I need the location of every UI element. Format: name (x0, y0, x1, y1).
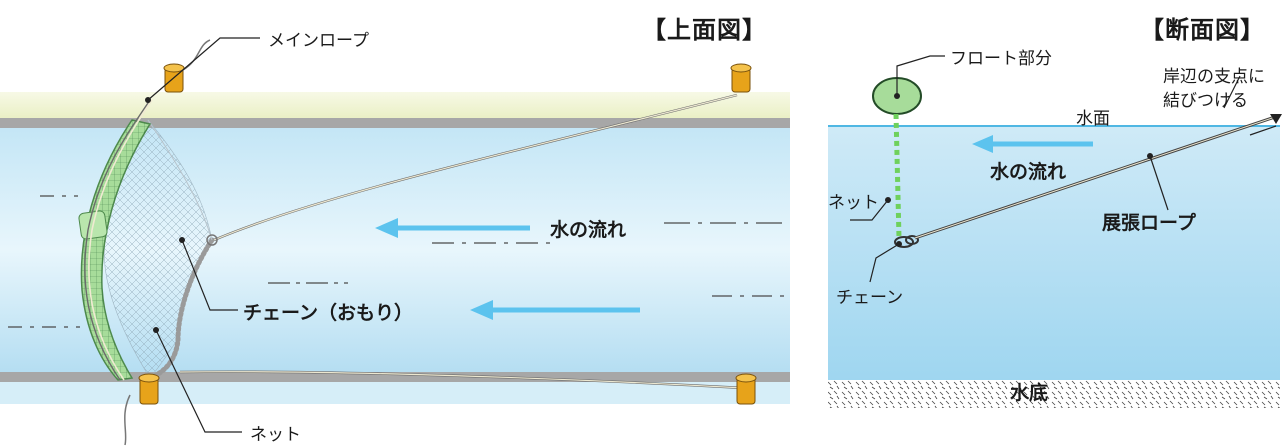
cross-section-panel (828, 55, 1282, 408)
top-view-title: 【上面図】 (642, 16, 767, 44)
label-river-bottom: 水底 (1010, 382, 1049, 404)
label-water-surface: 水面 (1076, 109, 1110, 129)
label-shore-anchor-1: 岸辺の支点に (1163, 67, 1265, 87)
upper-bank (0, 92, 790, 120)
chain-weight (147, 237, 215, 381)
lower-wall (0, 372, 790, 382)
label-net-section: ネット (828, 193, 879, 213)
river-bottom (828, 380, 1280, 408)
lower-bank (0, 382, 790, 404)
upper-wall (0, 118, 790, 128)
section-flow-arrow (972, 135, 1093, 153)
label-float: フロート部分 (950, 49, 1052, 69)
label-water-flow-top: 水の流れ (550, 219, 627, 241)
flow-arrow-lower (470, 300, 640, 320)
post-bottom-left (124, 373, 160, 446)
leader-lines-section (850, 55, 1241, 283)
top-view-panel (0, 37, 790, 446)
label-net-top: ネット (250, 425, 301, 445)
label-shore-anchor-2: 結びつける (1163, 91, 1248, 111)
label-main-rope: メインロープ (268, 31, 369, 51)
water-ripples (8, 195, 790, 328)
label-tension-rope: 展張ロープ (1102, 212, 1196, 234)
leader-lines-top (147, 37, 260, 433)
cross-section-title: 【断面図】 (1140, 16, 1265, 44)
post-bottom-right (735, 373, 757, 405)
label-chain-section: チェーン (836, 288, 904, 308)
section-water (828, 126, 1280, 380)
main-rope (84, 99, 151, 381)
label-chain-weight: チェーン（おもり） (243, 302, 414, 324)
flow-arrow-upper (375, 218, 530, 238)
post-top-right (730, 63, 752, 93)
section-net (893, 113, 902, 239)
section-chain (894, 235, 919, 248)
label-water-flow-section: 水の流れ (990, 161, 1067, 183)
